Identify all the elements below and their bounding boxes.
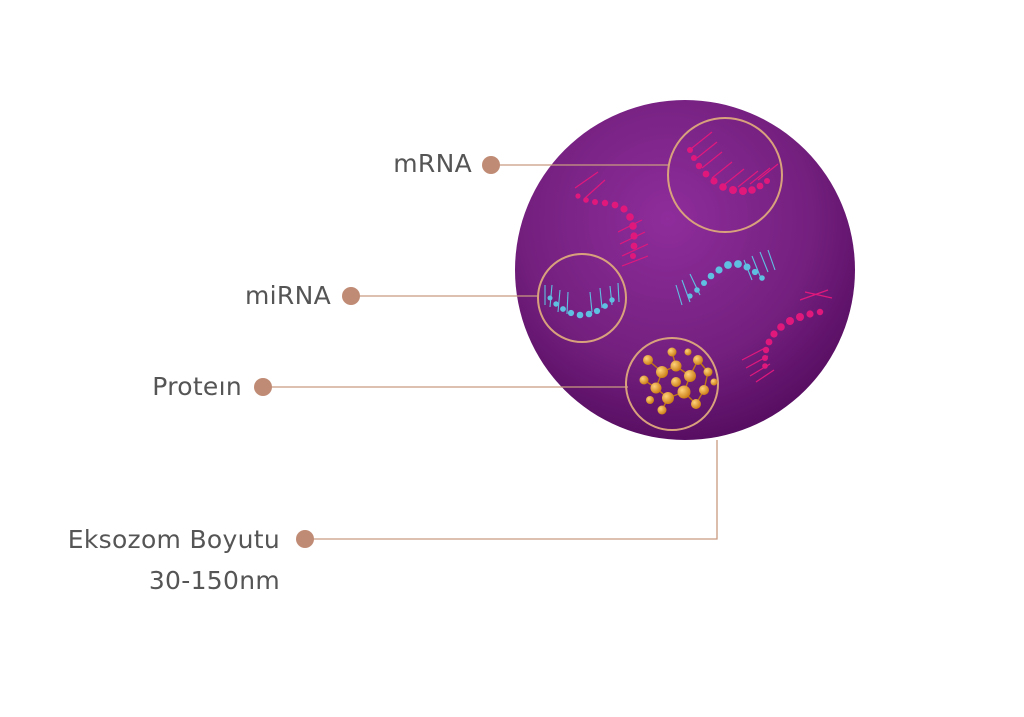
protein-cluster-icon bbox=[639, 347, 718, 415]
mirna-strand-icon bbox=[544, 282, 620, 319]
size-callout-line bbox=[310, 440, 718, 540]
mirna-marker-dot-icon bbox=[342, 287, 360, 305]
mrna-strand-icon bbox=[574, 171, 649, 267]
marker-dots bbox=[254, 156, 500, 548]
mrna-strand-icon bbox=[687, 131, 779, 195]
mrna-magnifier bbox=[667, 117, 783, 233]
protein-marker-dot-icon bbox=[254, 378, 272, 396]
exosome-size-range-label: 30-150nm bbox=[148, 566, 280, 595]
callout-lines bbox=[268, 164, 718, 540]
mirna-strand-icon bbox=[675, 249, 776, 306]
exosome-size-label: Eksozom Boyutu bbox=[67, 525, 280, 554]
protein-magnifier bbox=[625, 337, 719, 431]
magnifier-circles bbox=[537, 117, 783, 431]
mirna-label: miRNA bbox=[245, 281, 331, 310]
protein-label: Proteın bbox=[152, 372, 242, 401]
size-marker-dot-icon bbox=[296, 530, 314, 548]
mirna-magnifier bbox=[537, 253, 627, 343]
mrna-label: mRNA bbox=[393, 149, 472, 178]
mrna-strand-icon bbox=[741, 289, 833, 383]
mrna-marker-dot-icon bbox=[482, 156, 500, 174]
